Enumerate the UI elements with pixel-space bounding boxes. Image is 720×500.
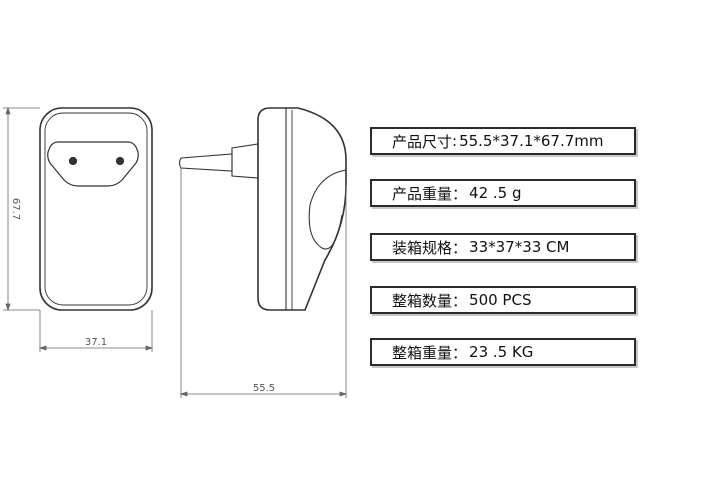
spec-separator: ：: [452, 291, 468, 310]
spec-separator: :: [452, 132, 458, 150]
height-dimension: [3, 106, 40, 312]
depth-dimension-label: 55.5: [253, 383, 275, 394]
spec-separator: ：: [452, 238, 468, 257]
front-view: [39, 107, 153, 311]
product-drawing: 67.7 37.1 55.5: [3, 106, 348, 398]
side-view: [178, 107, 347, 311]
height-dimension-label: 67.7: [10, 198, 21, 220]
spec-carton-weight: 整箱重量： 23 .5 KG: [370, 338, 636, 366]
spec-carton-size: 装箱规格： 33*37*33 CM: [370, 233, 636, 261]
spec-label: 装箱规格: [392, 238, 453, 257]
spec-separator: ：: [452, 184, 468, 203]
spec-separator: ：: [452, 343, 468, 362]
spec-value: 500 PCS: [469, 291, 532, 309]
spec-value: 23 .5 KG: [469, 343, 534, 361]
spec-product-size: 产品尺寸 : 55.5*37.1*67.7mm: [370, 127, 636, 155]
spec-label: 产品重量: [392, 184, 453, 203]
spec-value: 55.5*37.1*67.7mm: [459, 132, 604, 150]
spec-product-weight: 产品重量： 42 .5 g: [370, 179, 636, 207]
spec-carton-quantity: 整箱数量：500 PCS: [370, 286, 636, 314]
spec-label: 产品尺寸: [392, 132, 453, 151]
width-dimension-label: 37.1: [85, 337, 107, 348]
spec-label: 整箱数量: [392, 291, 453, 310]
spec-value: 33*37*33 CM: [469, 238, 570, 256]
spec-label: 整箱重量: [392, 343, 453, 362]
spec-value: 42 .5 g: [469, 184, 522, 202]
width-dimension: [38, 310, 154, 352]
depth-dimension: [179, 168, 348, 398]
